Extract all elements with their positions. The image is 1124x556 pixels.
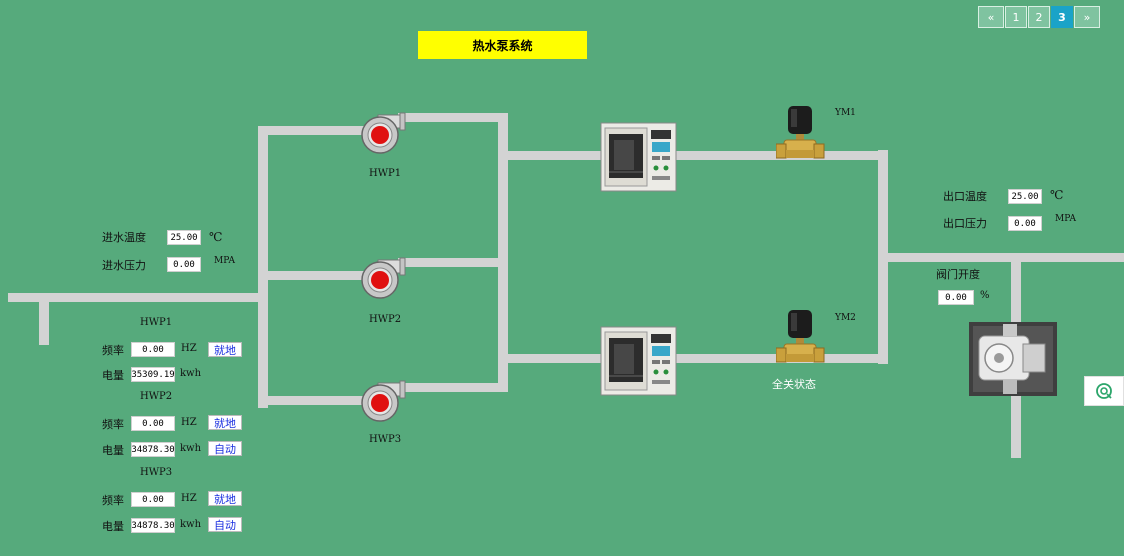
pipe-outlet-drop-top	[1011, 253, 1021, 328]
pipe-heater-2-in	[498, 354, 604, 363]
pump-1-freq-label: 频率	[102, 344, 124, 357]
pipe-header-mid	[498, 113, 508, 392]
pipe-inlet-drain	[39, 293, 49, 345]
outlet-pressure-unit: MPA	[1055, 214, 1076, 224]
valve-1-label: YM1	[835, 108, 856, 118]
pump-1-freq-unit: HZ	[181, 343, 197, 354]
pager-prev-button[interactable]: «	[978, 6, 1004, 28]
pipe-branch-3-out	[398, 383, 508, 392]
outlet-pressure-value: 0.00	[1008, 216, 1042, 231]
side-chat-button[interactable]	[1084, 376, 1124, 406]
heater-2-icon[interactable]	[600, 326, 677, 396]
pump-1-label: HWP1	[369, 168, 402, 179]
inlet-pressure-value: 0.00	[167, 257, 201, 272]
pump-2-energy-value: 34878.30	[131, 442, 175, 457]
inlet-temp-unit: ℃	[209, 230, 223, 244]
pipe-heater-1-in	[498, 151, 604, 160]
valve-actuator-icon[interactable]	[969, 322, 1057, 396]
pump-3-label: HWP3	[369, 434, 402, 445]
outlet-temp-label: 出口温度	[943, 190, 987, 203]
pump-3-title: HWP3	[140, 467, 173, 478]
pager-page-2[interactable]: 2	[1028, 6, 1050, 28]
pager-page-1[interactable]: 1	[1005, 6, 1027, 28]
pump-2-title: HWP2	[140, 391, 173, 402]
valve-state-label: 全关状态	[772, 378, 816, 391]
pump-2-freq-value: 0.00	[131, 416, 175, 431]
page-title: 热水泵系统	[418, 31, 587, 59]
pipe-outlet-main	[878, 253, 1124, 262]
pump-2-mode-button[interactable]: 就地	[208, 415, 242, 430]
chat-icon	[1096, 383, 1112, 399]
outlet-pressure-label: 出口压力	[943, 217, 987, 230]
inlet-temp-value: 25.00	[167, 230, 201, 245]
valve-2-label: YM2	[835, 313, 856, 323]
valve-opening-label: 阀门开度	[936, 268, 980, 281]
solenoid-valve-2-icon[interactable]	[776, 308, 826, 366]
pump-3-energy-label: 电量	[102, 520, 124, 533]
solenoid-valve-1-icon[interactable]	[776, 104, 826, 162]
inlet-temp-label: 进水温度	[102, 231, 146, 244]
pipe-outlet-drop-bottom	[1011, 390, 1021, 458]
pipe-inlet-main	[8, 293, 260, 302]
pipe-branch-2-out	[398, 258, 508, 267]
pipe-branch-2-in	[258, 271, 368, 280]
pump-1-title: HWP1	[140, 317, 173, 328]
pump-1-freq-value: 0.00	[131, 342, 175, 357]
outlet-temp-unit: ℃	[1050, 188, 1064, 202]
pager: « 1 2 3 »	[978, 6, 1101, 28]
pump-2-freq-label: 频率	[102, 418, 124, 431]
inlet-pressure-unit: MPA	[214, 256, 235, 266]
pump-3-icon[interactable]	[360, 380, 406, 426]
pipe-branch-3-in	[258, 396, 368, 405]
pager-next-button[interactable]: »	[1074, 6, 1100, 28]
pump-3-auto-button[interactable]: 自动	[208, 517, 242, 532]
pump-3-energy-unit: kwh	[180, 519, 202, 530]
pump-3-freq-label: 频率	[102, 494, 124, 507]
outlet-temp-value: 25.00	[1008, 189, 1042, 204]
pump-2-label: HWP2	[369, 314, 402, 325]
pump-2-icon[interactable]	[360, 257, 406, 303]
pump-1-icon[interactable]	[360, 112, 406, 158]
inlet-pressure-label: 进水压力	[102, 259, 146, 272]
pump-1-energy-value: 35309.19	[131, 367, 175, 382]
pump-3-mode-button[interactable]: 就地	[208, 491, 242, 506]
valve-opening-unit: %	[980, 290, 990, 301]
pump-1-energy-label: 电量	[102, 369, 124, 382]
pump-3-freq-unit: HZ	[181, 493, 197, 504]
valve-opening-value: 0.00	[938, 290, 974, 305]
pager-page-3[interactable]: 3	[1051, 6, 1073, 28]
pump-1-energy-unit: kwh	[180, 368, 202, 379]
pump-2-auto-button[interactable]: 自动	[208, 441, 242, 456]
pump-3-energy-value: 34878.30	[131, 518, 175, 533]
pump-3-freq-value: 0.00	[131, 492, 175, 507]
pipe-branch-1-in	[258, 126, 368, 135]
pump-2-energy-label: 电量	[102, 444, 124, 457]
heater-1-icon[interactable]	[600, 122, 677, 192]
pump-1-mode-button[interactable]: 就地	[208, 342, 242, 357]
pipe-header-left	[258, 126, 268, 408]
pump-2-freq-unit: HZ	[181, 417, 197, 428]
pipe-branch-1-out	[398, 113, 508, 122]
pump-2-energy-unit: kwh	[180, 443, 202, 454]
